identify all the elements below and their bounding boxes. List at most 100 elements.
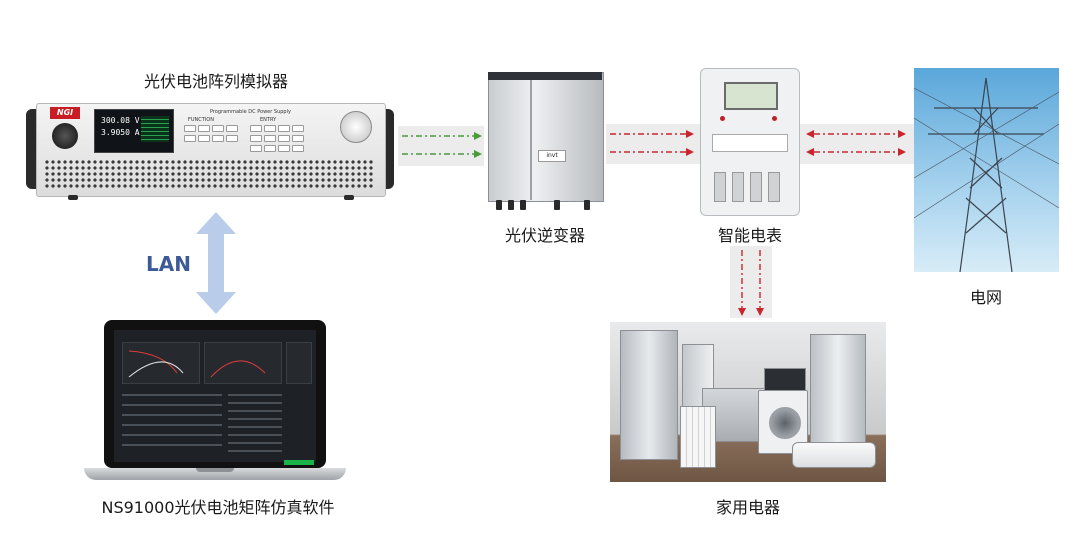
- param-row: [122, 434, 222, 436]
- band-meter-grid: [800, 124, 914, 164]
- key: [212, 135, 224, 142]
- key: [278, 145, 290, 152]
- connector: [496, 200, 502, 210]
- key: [278, 125, 290, 132]
- table-row: [228, 450, 282, 452]
- key: [250, 145, 262, 152]
- oil-heater: [680, 406, 716, 468]
- table-row: [228, 394, 282, 396]
- meter-terminal: [714, 172, 726, 202]
- laptop-software-image: [84, 320, 346, 488]
- run-status-bar: [284, 460, 314, 465]
- key: [292, 125, 304, 132]
- keypad-area: Programmable DC Power Supply FUNCTION EN…: [180, 109, 312, 155]
- refrigerator: [620, 330, 678, 460]
- table-row: [228, 402, 282, 404]
- key: [226, 125, 238, 132]
- foot: [344, 195, 354, 200]
- meter-terminal: [750, 172, 762, 202]
- key: [264, 135, 276, 142]
- meter-nameplate: [712, 134, 788, 152]
- table-row: [228, 426, 282, 428]
- meter-label: 智能电表: [717, 226, 782, 245]
- band-simulator-inverter: [398, 126, 484, 166]
- tower-illustration: [914, 77, 1059, 272]
- inverter-label: 光伏逆变器: [504, 226, 585, 245]
- param-row: [122, 424, 222, 426]
- software-screen: [114, 330, 316, 465]
- inverter-seam: [530, 80, 532, 200]
- simulator-display: 300.08 V 3.9050 A: [94, 109, 174, 153]
- side-panel: [286, 342, 312, 384]
- band-inverter-meter: [606, 124, 700, 164]
- grid-label: 电网: [969, 288, 1002, 307]
- current-reading: 3.9050 A: [101, 128, 140, 137]
- param-row: [122, 444, 222, 446]
- key: [184, 125, 196, 132]
- home-appliances-image: [610, 322, 886, 482]
- voltage-reading: 300.08 V: [101, 116, 140, 125]
- connector: [584, 200, 590, 210]
- table-row: [228, 434, 282, 436]
- red-biarrowhead-1a: [806, 130, 814, 138]
- meter-led: [720, 116, 725, 121]
- key: [292, 135, 304, 142]
- lan-label: LAN: [146, 252, 191, 276]
- selector-knob: [52, 123, 78, 149]
- key: [198, 135, 210, 142]
- pv-array-simulator-device: NGI 300.08 V 3.9050 A Programmable DC Po…: [22, 97, 398, 201]
- key: [184, 135, 196, 142]
- red-biarrowhead-2b: [898, 148, 906, 156]
- table-row: [228, 442, 282, 444]
- appliances-label: 家用电器: [715, 498, 780, 517]
- band-meter-appliances: [730, 246, 772, 318]
- connector: [554, 200, 560, 210]
- power-grid-tower-image: [914, 68, 1059, 272]
- inverter-brand-plate: invt: [538, 150, 566, 162]
- panel-title: Programmable DC Power Supply: [210, 109, 291, 115]
- smart-meter-device: [700, 68, 800, 216]
- refrigerator-right: [810, 334, 866, 452]
- key: [198, 125, 210, 132]
- param-row: [122, 414, 222, 416]
- param-row: [122, 394, 222, 396]
- key: [264, 125, 276, 132]
- connector: [520, 200, 526, 210]
- function-label: FUNCTION: [188, 117, 214, 123]
- lan-double-arrow: [196, 212, 236, 314]
- red-arrowhead-1: [686, 130, 694, 138]
- table-row: [228, 418, 282, 420]
- air-conditioner: [792, 442, 876, 468]
- pv-inverter-device: invt: [484, 72, 606, 212]
- meter-terminal: [732, 172, 744, 202]
- meter-terminal: [768, 172, 780, 202]
- red-biarrowhead-2a: [806, 148, 814, 156]
- inverter-top-cap: [488, 72, 602, 80]
- pv-curve-chart: [204, 342, 282, 384]
- inverter-housing: [488, 72, 604, 202]
- simulator-front-panel: NGI 300.08 V 3.9050 A Programmable DC Po…: [44, 107, 374, 153]
- foot: [68, 195, 78, 200]
- adjust-knob: [340, 111, 372, 143]
- key: [250, 135, 262, 142]
- key: [278, 135, 290, 142]
- microwave: [764, 368, 806, 392]
- software-label: NS91000光伏电池矩阵仿真软件: [101, 498, 335, 517]
- red-biarrowhead-1b: [898, 130, 906, 138]
- key: [250, 125, 262, 132]
- vent-grill: [44, 159, 374, 189]
- green-arrowhead-2: [474, 150, 482, 158]
- red-arrowhead-2: [686, 148, 694, 156]
- red-down-arrowhead-2: [756, 308, 764, 316]
- red-down-arrowhead-1: [738, 308, 746, 316]
- display-status-area: [141, 116, 169, 142]
- connector: [508, 200, 514, 210]
- key: [212, 125, 224, 132]
- meter-led: [772, 116, 777, 121]
- brand-logo: NGI: [50, 107, 80, 119]
- simulator-label: 光伏电池阵列模拟器: [143, 72, 288, 91]
- laptop-notch: [196, 468, 234, 472]
- table-row: [228, 410, 282, 412]
- key: [226, 135, 238, 142]
- param-row: [122, 404, 222, 406]
